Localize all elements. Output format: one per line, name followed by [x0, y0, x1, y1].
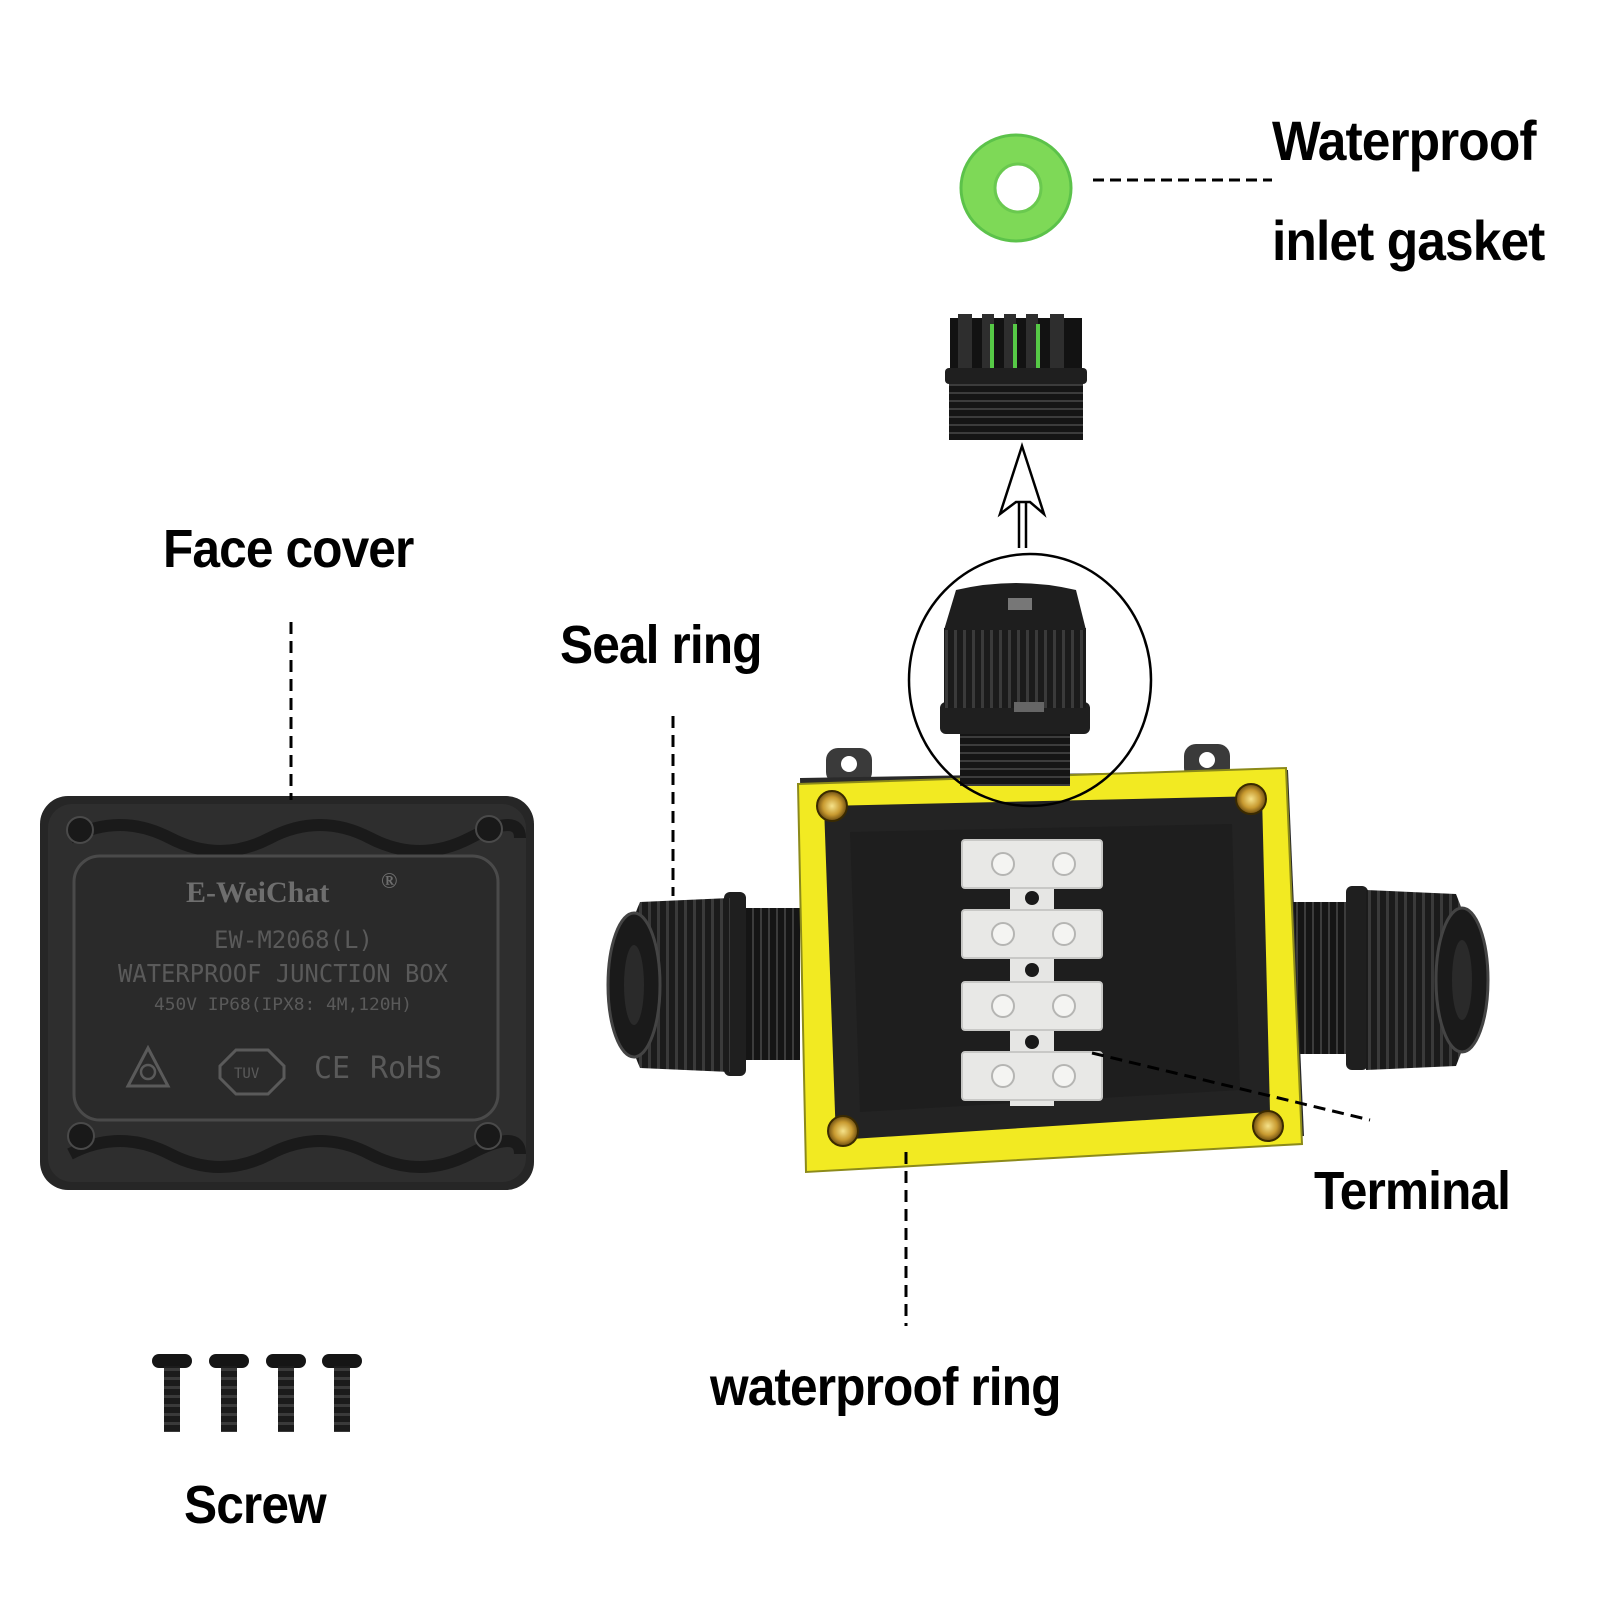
ce-mark: CE: [314, 1051, 350, 1086]
screw-icon: [322, 1354, 362, 1432]
cover-model: EW-M2068(L): [214, 926, 373, 954]
rcm-mark-icon: [125, 1044, 171, 1088]
screws-group: [152, 1354, 362, 1432]
left-cable-gland-icon: [606, 892, 800, 1076]
label-waterproof-ring: waterproof ring: [710, 1357, 1061, 1417]
screw-icon: [266, 1354, 306, 1432]
cover-registered-mark: ®: [381, 868, 397, 893]
label-gasket-line1: Waterproof: [1272, 109, 1537, 172]
gasket-ring-icon: [959, 133, 1073, 243]
rohs-mark: RoHS: [370, 1051, 442, 1086]
junction-box-icon: [606, 583, 1490, 1174]
label-seal-ring: Seal ring: [560, 615, 762, 675]
screw-icon: [152, 1354, 192, 1432]
top-cable-gland-icon: [940, 583, 1090, 786]
terminal-block-icon: [961, 839, 1103, 1106]
cover-product: WATERPROOF JUNCTION BOX: [118, 959, 448, 988]
terminal-leader-line: [1091, 1051, 1371, 1122]
tuv-mark-icon: TUV: [218, 1048, 286, 1096]
tuv-text: TUV: [234, 1066, 260, 1082]
gland-insert-icon: [945, 314, 1087, 440]
gland-highlight-circle: [907, 552, 1153, 808]
right-cable-gland-icon: [1290, 886, 1490, 1070]
face-cover-icon: E-WeiChat ® EW-M2068(L) WATERPROOF JUNCT…: [40, 796, 534, 1190]
arrow-up-icon: [997, 441, 1047, 548]
screw-icon: [209, 1354, 249, 1432]
label-face-cover: Face cover: [163, 519, 414, 579]
cover-brand: E-WeiChat: [186, 876, 329, 909]
label-screw: Screw: [184, 1475, 327, 1535]
cover-rating: 450V IP68(IPX8: 4M,120H): [154, 995, 412, 1015]
label-gasket-line2: inlet gasket: [1272, 209, 1545, 272]
label-terminal: Terminal: [1314, 1161, 1511, 1221]
